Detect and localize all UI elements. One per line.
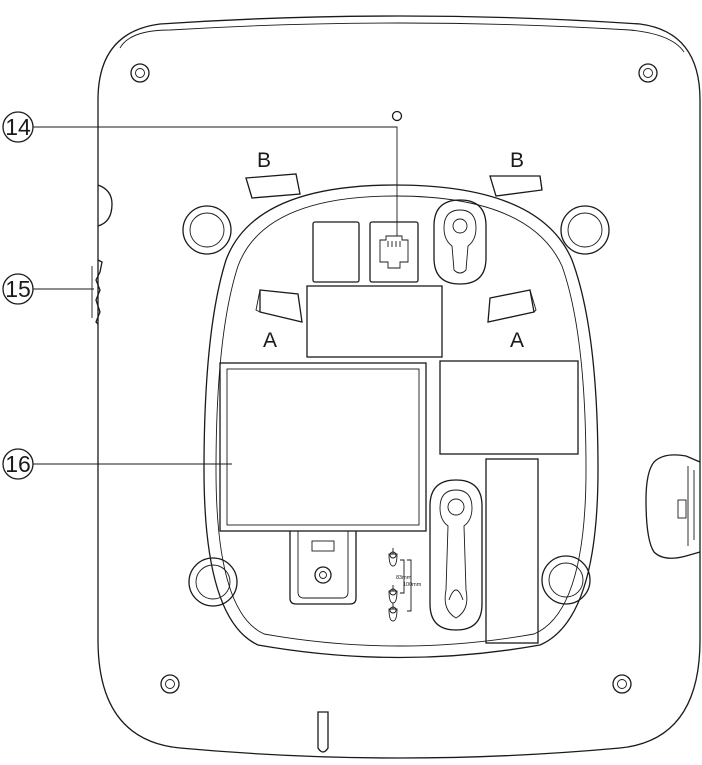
keyhole-mount-upper [433, 199, 487, 285]
side-socket [645, 454, 701, 559]
corner-screw [160, 674, 180, 694]
rubber-foot [560, 205, 610, 255]
svg-text:16: 16 [5, 451, 31, 477]
rubber-foot [541, 555, 591, 605]
inner-panel-outline [203, 184, 599, 659]
mount-slot-a-left [255, 289, 303, 323]
mount-slot-a-right [487, 289, 537, 323]
label-area-right [439, 360, 579, 455]
wall-mount-template [388, 548, 412, 622]
rubber-foot [188, 557, 238, 607]
side-switch [91, 184, 113, 325]
callout-16: 16 [2, 448, 232, 480]
marker-b-left: B [257, 149, 271, 172]
mount-slot-b-left [245, 173, 301, 199]
corner-screw [638, 63, 658, 83]
indicator-hole [391, 110, 403, 122]
marker-a-left: A [263, 329, 277, 352]
mount-slot-b-right [489, 175, 543, 197]
bottom-notch [317, 711, 329, 753]
inner-panel-inset [215, 195, 587, 647]
rubber-foot [182, 205, 232, 255]
port-recess [312, 221, 360, 283]
corner-screw [612, 674, 632, 694]
marker-b-right: B [510, 149, 524, 172]
callout-14: 14 [2, 111, 398, 236]
svg-text:14: 14 [5, 114, 31, 140]
callout-15: 15 [2, 273, 94, 305]
marker-a-right: A [510, 329, 524, 352]
dimension-83mm: 83mm [396, 575, 412, 581]
corner-screw [130, 63, 150, 83]
base-top-rim [119, 22, 685, 53]
battery-compartment-cover [219, 362, 427, 605]
telephone-line-jack [369, 221, 419, 283]
label-area-vertical [485, 458, 539, 644]
keyhole-mount-lower [429, 479, 483, 631]
label-area-top [306, 285, 443, 358]
dimension-100mm: 100mm [403, 582, 422, 588]
base-outer-outline [97, 15, 701, 759]
svg-text:15: 15 [5, 276, 31, 302]
